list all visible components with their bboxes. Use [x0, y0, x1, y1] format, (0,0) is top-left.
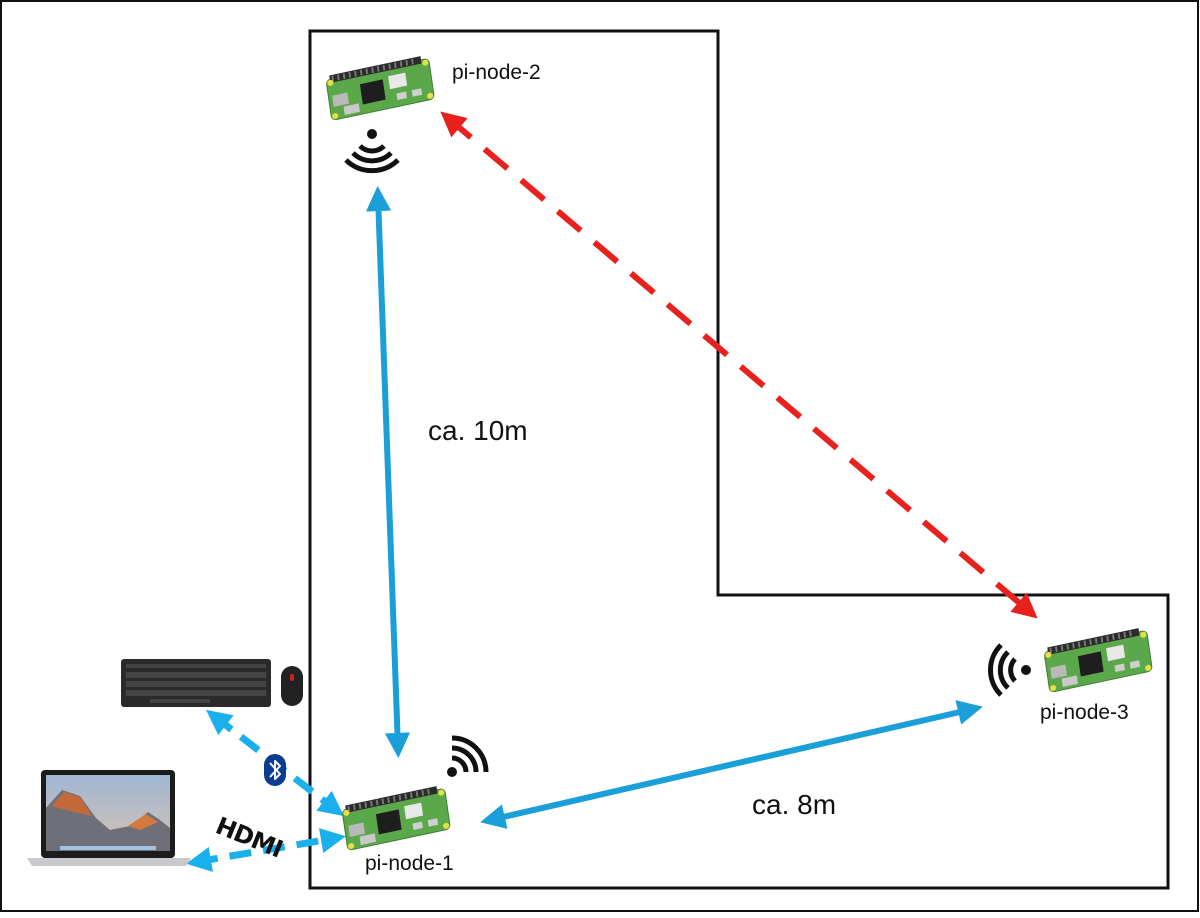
- raspberry-pi-icon-node2[interactable]: [324, 54, 435, 122]
- bluetooth-icon: [264, 754, 286, 786]
- wifi-icon-node1: [447, 735, 489, 777]
- distance-label-node1-node2: ca. 10m: [428, 415, 528, 446]
- link-node1-node3: [480, 700, 983, 829]
- wifi-icon-node3: [988, 643, 1031, 697]
- node-label-pi-node-2: pi-node-2: [452, 61, 541, 84]
- node-label-pi-node-1: pi-node-1: [365, 852, 454, 875]
- link-laptop-node1: [186, 828, 346, 872]
- distance-label-node1-node3: ca. 8m: [752, 789, 837, 820]
- room-wall-outline: [308, 29, 1170, 890]
- link-node2-node3: [440, 111, 1038, 619]
- raspberry-pi-icon-node3[interactable]: [1042, 626, 1153, 694]
- node-label-pi-node-3: pi-node-3: [1040, 701, 1129, 724]
- raspberry-pi-icon-node1[interactable]: [340, 784, 451, 852]
- laptop-icon[interactable]: [27, 770, 191, 866]
- link-node1-node2: [365, 185, 411, 759]
- wifi-icon-node2: [344, 129, 400, 174]
- mouse-icon[interactable]: [281, 666, 303, 706]
- keyboard-icon[interactable]: [121, 659, 271, 707]
